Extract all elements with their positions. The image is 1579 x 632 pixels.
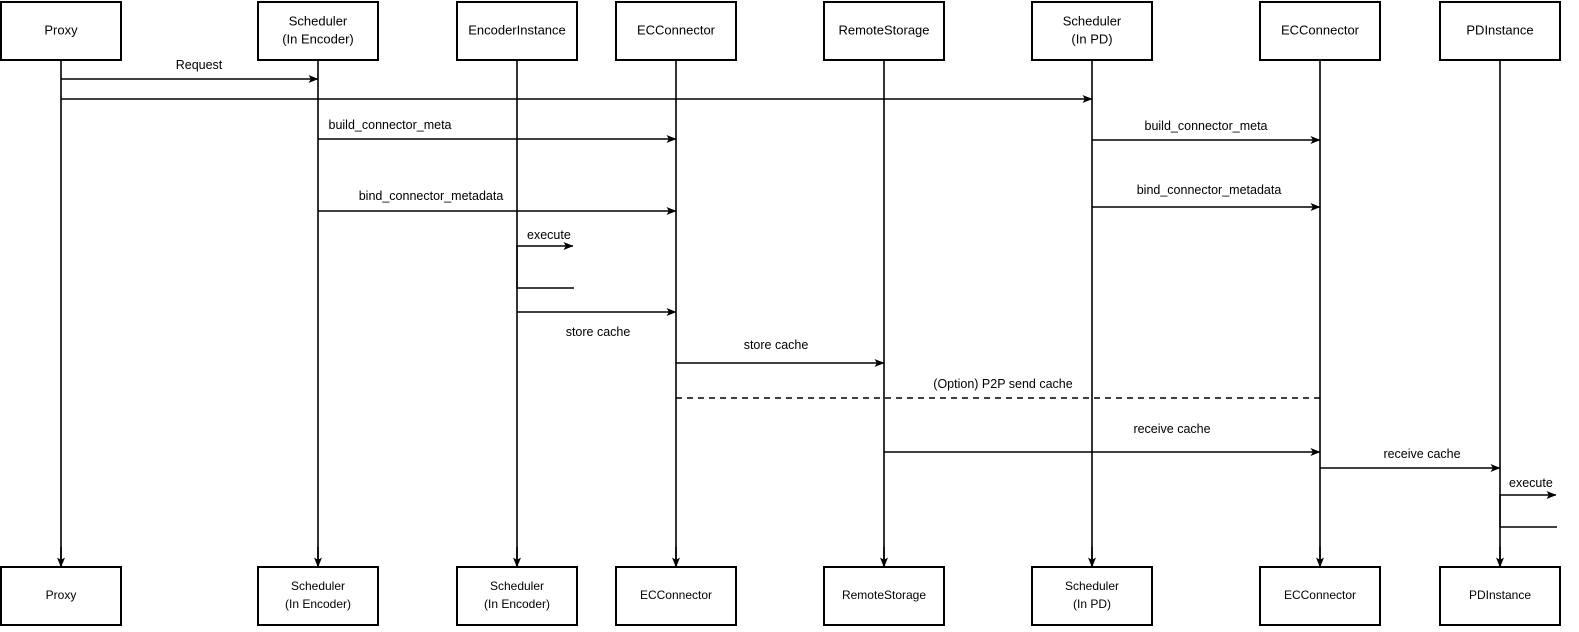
participant-bottom-label-remote-store: RemoteStorage — [842, 588, 926, 602]
messages-layer: Request build_connector_meta build_connect… — [61, 58, 1501, 472]
message-m5[interactable]: bind_connector_metadata — [318, 189, 677, 215]
participant-top-label-ecconn-pd: ECConnector — [1281, 22, 1360, 37]
participant-top-rect-proxy — [0, 1, 122, 61]
participant-top-ecconn-enc: ECConnector — [615, 1, 737, 61]
participant-top-rect-encoder-inst — [456, 1, 578, 61]
message-m10[interactable]: receive cache — [884, 422, 1321, 456]
top-participant-boxes: Proxy Scheduler (In Encoder) EncoderInstanc… — [0, 1, 1561, 61]
message-label-m10: receive cache — [1133, 422, 1210, 436]
participant-top-label-pd-inst: PDInstance — [1466, 22, 1533, 37]
participant-top-sublabel-sched-pd: (In PD) — [1071, 31, 1112, 46]
participant-bottom-label-ecconn-pd: ECConnector — [1284, 588, 1356, 602]
message-m6[interactable]: bind_connector_metadata — [1092, 183, 1321, 211]
self-messages-layer: execute execute — [516, 228, 1557, 528]
message-m9[interactable]: (Option) P2P send cache — [676, 377, 1320, 399]
participant-bottom-sublabel-sched-pd: (In PD) — [1073, 597, 1111, 611]
participant-bottom-ecconn-enc: ECConnector — [615, 566, 737, 626]
participant-top-rect-ecconn-pd — [1259, 1, 1381, 61]
message-label-m6: bind_connector_metadata — [1137, 183, 1282, 197]
participant-top-label-proxy: Proxy — [44, 22, 78, 37]
participant-top-label-encoder-inst: EncoderInstance — [468, 22, 566, 37]
participant-bottom-ecconn-pd: ECConnector — [1259, 566, 1381, 626]
participant-top-label-sched-pd: Scheduler — [1063, 13, 1122, 28]
participant-bottom-label-proxy: Proxy — [46, 588, 77, 602]
participant-top-rect-remote-store — [823, 1, 945, 61]
participant-bottom-rect-encoder-inst — [456, 566, 578, 626]
participant-bottom-rect-pd-inst — [1439, 566, 1561, 626]
message-m11[interactable]: receive cache — [1320, 447, 1501, 472]
message-m4[interactable]: build_connector_meta — [1092, 119, 1321, 144]
participant-bottom-label-sched-enc: Scheduler — [291, 579, 345, 593]
self-message-s2[interactable]: execute — [1499, 476, 1557, 528]
participant-bottom-pd-inst: PDInstance — [1439, 566, 1561, 626]
participant-top-label-ecconn-enc: ECConnector — [637, 22, 716, 37]
message-label-m11: receive cache — [1383, 447, 1460, 461]
participant-top-proxy: Proxy — [0, 1, 122, 61]
message-m3[interactable]: build_connector_meta — [318, 118, 677, 143]
participant-bottom-proxy: Proxy — [0, 566, 122, 626]
lifelines-layer — [57, 60, 1504, 568]
message-label-m9: (Option) P2P send cache — [933, 377, 1072, 391]
message-m7[interactable]: store cache — [517, 308, 677, 339]
participant-top-remote-store: RemoteStorage — [823, 1, 945, 61]
participant-bottom-label-encoder-inst: Scheduler — [490, 579, 544, 593]
message-label-m7: store cache — [566, 325, 631, 339]
self-loop-path-s1 — [516, 242, 574, 289]
participant-bottom-sublabel-sched-enc: (In Encoder) — [285, 597, 351, 611]
participant-top-rect-ecconn-enc — [615, 1, 737, 61]
participant-bottom-sched-pd: Scheduler (In PD) — [1031, 566, 1153, 626]
message-m8[interactable]: store cache — [676, 338, 885, 367]
bottom-participant-boxes: Proxy Scheduler (In Encoder) Scheduler (In E… — [0, 566, 1561, 626]
participant-bottom-rect-proxy — [0, 566, 122, 626]
participant-bottom-encoder-inst: Scheduler (In Encoder) — [456, 566, 578, 626]
message-label-m8: store cache — [744, 338, 809, 352]
participant-bottom-rect-sched-pd — [1031, 566, 1153, 626]
self-message-label-s1: execute — [527, 228, 571, 242]
participant-bottom-label-pd-inst: PDInstance — [1469, 588, 1531, 602]
message-label-m3: build_connector_meta — [329, 118, 452, 132]
message-label-m4: build_connector_meta — [1145, 119, 1268, 133]
participant-top-pd-inst: PDInstance — [1439, 1, 1561, 61]
participant-top-rect-sched-pd — [1031, 1, 1153, 61]
participant-bottom-label-ecconn-enc: ECConnector — [640, 588, 712, 602]
participant-bottom-rect-remote-store — [823, 566, 945, 626]
self-message-s1[interactable]: execute — [516, 228, 574, 289]
participant-bottom-sched-enc: Scheduler (In Encoder) — [257, 566, 379, 626]
participant-top-sched-pd: Scheduler (In PD) — [1031, 1, 1153, 61]
participant-top-ecconn-pd: ECConnector — [1259, 1, 1381, 61]
participant-bottom-sublabel-encoder-inst: (In Encoder) — [484, 597, 550, 611]
message-m1[interactable]: Request — [61, 58, 319, 83]
participant-top-rect-pd-inst — [1439, 1, 1561, 61]
participant-bottom-rect-ecconn-pd — [1259, 566, 1381, 626]
participant-bottom-rect-sched-enc — [257, 566, 379, 626]
self-message-label-s2: execute — [1509, 476, 1553, 490]
participant-top-label-sched-enc: Scheduler — [289, 13, 348, 28]
participant-bottom-remote-store: RemoteStorage — [823, 566, 945, 626]
participant-top-sublabel-sched-enc: (In Encoder) — [282, 31, 354, 46]
message-label-m5: bind_connector_metadata — [359, 189, 504, 203]
participant-bottom-label-sched-pd: Scheduler — [1065, 579, 1119, 593]
message-label-m1: Request — [176, 58, 223, 72]
self-loop-path-s2 — [1499, 491, 1557, 528]
participant-bottom-rect-ecconn-enc — [615, 566, 737, 626]
participant-top-sched-enc: Scheduler (In Encoder) — [257, 1, 379, 61]
participant-top-rect-sched-enc — [257, 1, 379, 61]
participant-top-encoder-inst: EncoderInstance — [456, 1, 578, 61]
participant-top-label-remote-store: RemoteStorage — [838, 22, 929, 37]
